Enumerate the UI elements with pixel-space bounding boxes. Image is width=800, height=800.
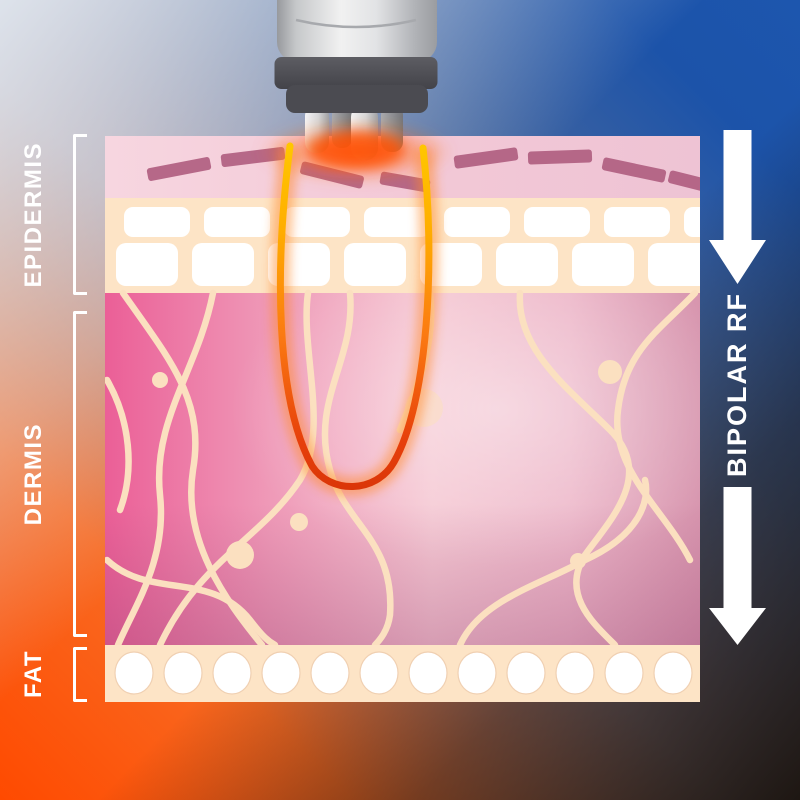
device-base	[286, 85, 428, 113]
skin-cell	[124, 207, 190, 237]
fat-cell	[359, 651, 399, 695]
skin-cell	[344, 243, 406, 286]
skin-cell	[116, 243, 178, 286]
rf-energy-loop	[270, 142, 439, 497]
fat-cell	[261, 651, 301, 695]
down-arrow-top-icon	[709, 130, 766, 284]
epidermis-dash	[668, 170, 700, 198]
fat-band	[105, 645, 700, 702]
collagen-fiber	[114, 289, 217, 649]
collagen-fiber	[105, 556, 279, 649]
fat-cells	[114, 651, 693, 695]
epidermis-dash	[527, 149, 593, 165]
fat-cell	[163, 651, 203, 695]
cell-row-bottom	[116, 243, 700, 286]
collagen-fiber	[613, 289, 699, 564]
dermis-shadow	[105, 293, 700, 645]
fat-label: FAT	[6, 647, 62, 702]
collagen-fiber	[156, 289, 317, 649]
dermis-cell-dot	[290, 513, 308, 531]
skin-cell	[572, 243, 634, 286]
device-head-crease	[295, 18, 417, 29]
fat-cell	[408, 651, 448, 695]
fat-cell	[457, 651, 497, 695]
device-head	[277, 0, 437, 62]
collagen-fiber	[321, 289, 394, 649]
skin-cross-section	[105, 136, 700, 702]
fat-cell	[604, 651, 644, 695]
fat-cell	[506, 651, 546, 695]
dermis-cell-dot	[570, 553, 586, 569]
fat-bracket	[73, 647, 87, 702]
fat-cell	[310, 651, 350, 695]
bipolar-rf-label-text: BIPOLAR RF	[721, 291, 752, 477]
fat-background	[105, 645, 700, 702]
skin-cell	[524, 207, 590, 237]
skin-cell	[364, 207, 430, 237]
skin-cell	[604, 207, 670, 237]
skin-cell	[496, 243, 558, 286]
epidermis-dash	[601, 157, 667, 183]
collagen-fiber	[516, 289, 633, 649]
epidermis-dash	[453, 147, 519, 169]
collagen-fiber	[105, 376, 132, 514]
fat-cell	[212, 651, 252, 695]
fat-cell	[653, 651, 693, 695]
dermis-cell-dot	[598, 360, 622, 384]
dermis-bracket	[73, 311, 87, 637]
fat-cell	[114, 651, 154, 695]
dermis-band	[105, 289, 700, 649]
skin-cell	[444, 207, 510, 237]
skin-cell	[192, 243, 254, 286]
bipolar-rf-label: BIPOLAR RF	[705, 282, 769, 486]
down-arrow-bottom-icon	[709, 487, 766, 645]
cell-row-top	[124, 207, 700, 237]
skin-cell	[204, 207, 270, 237]
dermis-label-text: DERMIS	[20, 422, 47, 526]
skin-cell	[648, 243, 700, 286]
epidermis-label: EPIDERMIS	[6, 134, 62, 295]
fat-cell	[555, 651, 595, 695]
epidermis-dash	[146, 157, 212, 181]
dermis-label: DERMIS	[6, 311, 62, 637]
rf-loop-stroke	[276, 142, 433, 490]
skin-cell	[684, 207, 700, 237]
rf-contact-glow	[258, 120, 454, 184]
skin-cell	[284, 207, 350, 237]
device-collar	[274, 57, 438, 89]
epidermis-bracket	[73, 134, 87, 295]
dermis-cell-dot	[226, 541, 254, 569]
epidermis-label-text: EPIDERMIS	[20, 141, 47, 288]
fat-label-text: FAT	[20, 650, 47, 699]
dermis-cell-dot	[152, 372, 168, 388]
glow-inner	[308, 132, 404, 168]
